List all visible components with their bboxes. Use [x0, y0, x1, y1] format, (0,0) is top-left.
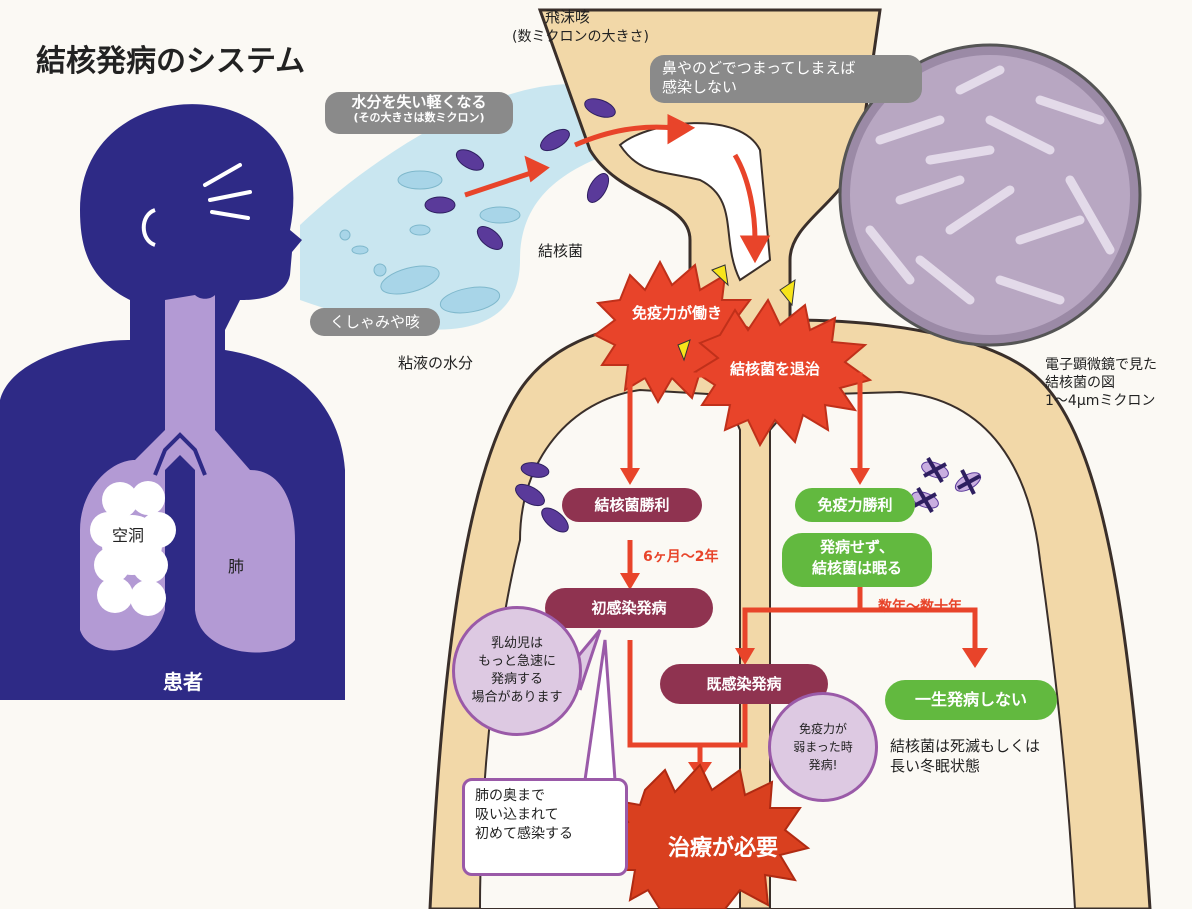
patient-figure — [0, 104, 345, 700]
lose-water-text: 水分を失い軽くなる — [351, 93, 487, 111]
spark-marks — [677, 264, 796, 362]
mist-droplets — [339, 170, 521, 314]
deep-lung-note: 肺の奥まで 吸い込まれて 初めて感染する — [462, 778, 628, 876]
lung-label: 肺 — [228, 557, 245, 576]
mucus-water-label: 粘液の水分 — [398, 354, 474, 372]
tb-bacteria-label: 結核菌 — [538, 242, 584, 260]
micrograph — [838, 43, 1142, 347]
patient-label: 患者 — [163, 670, 203, 694]
micrograph-caption: 電子顕微鏡で見た 結核菌の図 1〜4μmミクロン — [1045, 357, 1157, 409]
weak-immunity-bubble: 免疫力が 弱まった時 発病! — [768, 692, 878, 802]
lose-water-label: 水分を失い軽くなる (その大きさは数ミクロン) — [325, 92, 513, 134]
note-connector — [583, 639, 617, 781]
years-label: 数年〜数十年 — [878, 599, 962, 615]
dead-or-dormant-label: 結核菌は死滅もしくは 長い冬眠状態 — [890, 737, 1041, 775]
dormant-pill: 発病せず、 結核菌は眠る — [782, 533, 932, 587]
droplet-cough-label: 飛沫咳 — [545, 8, 591, 26]
immunity-works-label: 免疫力が働き — [632, 304, 723, 322]
droplet-size-label: (数ミクロンの大きさ) — [512, 29, 649, 45]
bacteria-eliminated-label: 結核菌を退治 — [730, 360, 821, 378]
dead-bacteria — [911, 456, 982, 514]
airborne-arrows — [464, 113, 771, 264]
nose-throat-note: 鼻やのどでつまってしまえば 感染しない — [650, 55, 922, 103]
cavity-cloud — [90, 481, 176, 616]
page-title: 結核発病のシステム — [36, 44, 306, 79]
period-label: 6ヶ月〜2年 — [643, 549, 719, 565]
sneeze-cough-label: くしゃみや咳 — [310, 308, 440, 336]
primary-onset-pill: 初感染発病 — [545, 588, 713, 628]
treatment-needed-label: 治療が必要 — [668, 836, 779, 861]
lose-water-size-text: (その大きさは数ミクロン) — [353, 111, 485, 124]
never-onset-pill: 一生発病しない — [885, 680, 1057, 720]
cavity-label: 空洞 — [112, 526, 145, 545]
airborne-bacteria — [424, 98, 616, 533]
infant-note-bubble: 乳幼児は もっと急速に 発病する 場合があります — [452, 606, 582, 736]
immunity-win-pill: 免疫力勝利 — [795, 488, 915, 522]
bacteria-win-pill: 結核菌勝利 — [562, 488, 702, 522]
flow-arrows — [627, 360, 978, 765]
